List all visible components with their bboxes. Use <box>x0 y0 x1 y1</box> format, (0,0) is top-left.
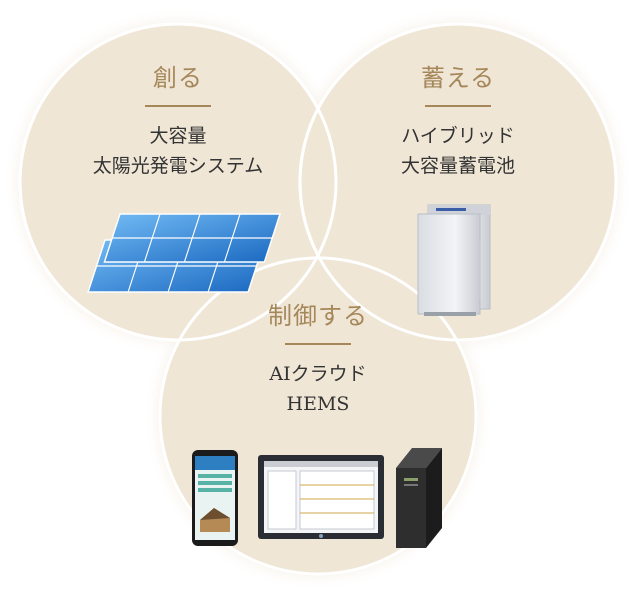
divider-control <box>285 343 351 345</box>
solar-panel-image <box>87 213 281 293</box>
label-store: 蓄える ハイブリッド 大容量蓄電池 <box>358 58 558 181</box>
monitor-image <box>258 455 384 539</box>
control-line-1: AIクラウド <box>269 363 367 385</box>
outline-create <box>18 22 338 342</box>
outline-store <box>298 22 618 342</box>
store-line-1: ハイブリッド <box>401 125 515 147</box>
battery-image <box>417 204 491 316</box>
label-control: 制御する AIクラウド HEMS <box>218 296 418 419</box>
label-create: 創る 大容量 太陽光発電システム <box>78 58 278 181</box>
heading-create: 創る <box>153 64 203 92</box>
create-line-2: 太陽光発電システム <box>92 155 264 177</box>
store-line-2: 大容量蓄電池 <box>400 155 515 177</box>
smartphone-image <box>192 450 238 546</box>
heading-control: 制御する <box>268 302 368 330</box>
divider-create <box>145 105 211 107</box>
heading-store: 蓄える <box>420 64 496 92</box>
divider-store <box>425 105 491 107</box>
server-image <box>396 448 442 548</box>
control-line-2: HEMS <box>286 393 350 415</box>
create-line-1: 大容量 <box>149 125 207 147</box>
